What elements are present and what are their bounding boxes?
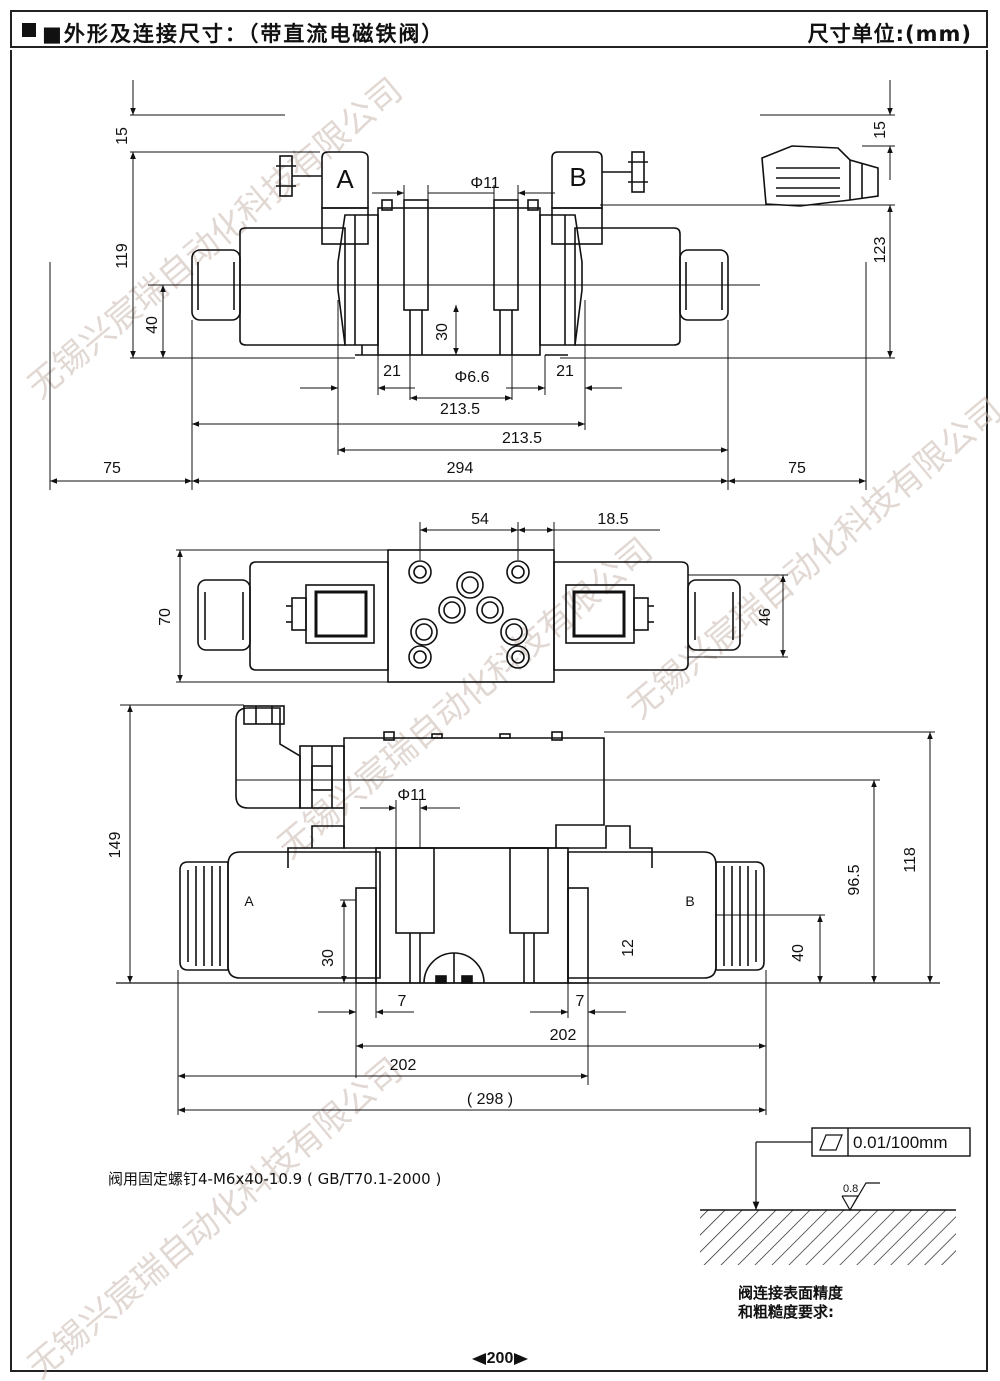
drawing-frame — [10, 50, 988, 1372]
flatness-icon — [819, 1134, 843, 1151]
side-label-b: B — [685, 893, 694, 909]
dim-top-21-right: 21 — [556, 363, 574, 380]
watermark-text-4: 无锡兴宸瑞自动化科技有限公司 — [620, 390, 1000, 727]
page-number: 200 — [0, 1350, 1000, 1368]
surface-requirement-line1: 阀连接表面精度 — [738, 1284, 844, 1302]
plan-view — [176, 522, 788, 683]
dim-top-15-right: 15 — [872, 121, 889, 139]
page-number-text: 200 — [486, 1350, 514, 1367]
plan-port-holes — [408, 560, 530, 669]
dim-top-15-left: 15 — [114, 127, 131, 145]
dim-top-phi11: Φ11 — [470, 175, 499, 192]
dim-top-30: 30 — [434, 323, 451, 341]
dim-top-119: 119 — [114, 243, 131, 269]
page-right-arrow-icon — [514, 1352, 529, 1365]
side-label-a: A — [244, 893, 254, 909]
watermark-text-2: 无锡兴宸瑞自动化科技有限公司 — [270, 530, 660, 867]
dim-side-30: 30 — [320, 949, 337, 967]
dim-top-123: 123 — [872, 237, 889, 264]
tolerance-block — [700, 1127, 971, 1265]
top-right-coil-body — [574, 227, 681, 346]
top-right-solenoid-head — [551, 151, 603, 209]
side-view — [116, 704, 940, 1115]
dim-side-202-top: 202 — [550, 1027, 577, 1044]
roughness-value: 0.8 — [843, 1183, 858, 1195]
dim-plan-185: 18.5 — [597, 511, 628, 528]
dim-top-2135-b: 213.5 — [502, 430, 542, 447]
side-left-cap — [179, 861, 229, 971]
side-right-cap — [715, 861, 765, 971]
side-plug-connector — [235, 707, 301, 809]
surface-requirement-label: 阀连接表面精度 和粗糙度要求: — [738, 1284, 843, 1322]
dim-side-149: 149 — [107, 832, 124, 859]
plan-right-coil — [553, 561, 689, 671]
surface-requirement-line2: 和粗糙度要求: — [738, 1303, 834, 1321]
side-center-block — [375, 847, 569, 984]
side-right-coil — [567, 851, 717, 979]
dim-plan-54: 54 — [471, 511, 489, 528]
dim-top-21-left: 21 — [383, 363, 401, 380]
dim-side-phi11: Φ11 — [397, 787, 426, 804]
dimension-labels: A B 15 119 40 30 Φ11 21 Φ6.6 21 15 123 2… — [103, 121, 947, 1195]
dim-side-7-left: 7 — [398, 993, 407, 1010]
top-coil-b-label: B — [569, 162, 586, 192]
top-right-adapter — [539, 214, 583, 346]
dim-side-40: 40 — [790, 944, 807, 962]
dim-side-298: ( 298 ) — [467, 1091, 513, 1108]
top-left-adapter — [337, 214, 379, 346]
top-left-coil-body — [239, 227, 346, 346]
top-coil-a-label: A — [336, 164, 354, 194]
roughness-icon — [841, 1182, 880, 1212]
dim-top-40: 40 — [144, 316, 161, 334]
dim-top-75-right: 75 — [788, 460, 806, 477]
top-left-solenoid-head — [321, 151, 369, 209]
header-bar: ■外形及连接尺寸：（带直流电磁铁阀） 尺寸单位:(mm) — [10, 10, 988, 48]
dim-plan-70: 70 — [157, 608, 174, 626]
top-view — [49, 80, 895, 490]
dim-top-phi66: Φ6.6 — [454, 369, 489, 386]
dim-top-75-left: 75 — [103, 460, 121, 477]
dim-side-7-right: 7 — [576, 993, 585, 1010]
dim-side-12: 12 — [620, 939, 637, 957]
dim-top-294: 294 — [447, 460, 474, 477]
page-left-arrow-icon — [471, 1352, 486, 1365]
header-unit: 尺寸单位:(mm) — [807, 22, 972, 46]
header-title: ■外形及连接尺寸：（带直流电磁铁阀） — [42, 22, 445, 46]
surface-hatch — [700, 1210, 956, 1265]
bolt-note: 阀用固定螺钉4-M6x40-10.9 ( GB/T70.1-2000 ) — [108, 1170, 442, 1188]
dim-side-118: 118 — [902, 847, 919, 873]
top-right-plug-connector — [761, 145, 879, 207]
watermark-text-3: 无锡兴宸瑞自动化科技有限公司 — [20, 1050, 410, 1381]
plan-right-cap — [687, 579, 741, 651]
flatness-value: 0.01/100mm — [853, 1133, 948, 1152]
side-left-coil — [227, 851, 381, 979]
top-center-block — [377, 207, 541, 356]
header-square-icon — [22, 23, 36, 37]
dim-plan-46: 46 — [757, 608, 774, 626]
dim-side-965: 96.5 — [846, 864, 863, 895]
watermark-text-1: 无锡兴宸瑞自动化科技有限公司 — [20, 70, 410, 407]
dim-top-2135-a: 213.5 — [440, 401, 480, 418]
dim-side-202-bottom: 202 — [390, 1057, 417, 1074]
